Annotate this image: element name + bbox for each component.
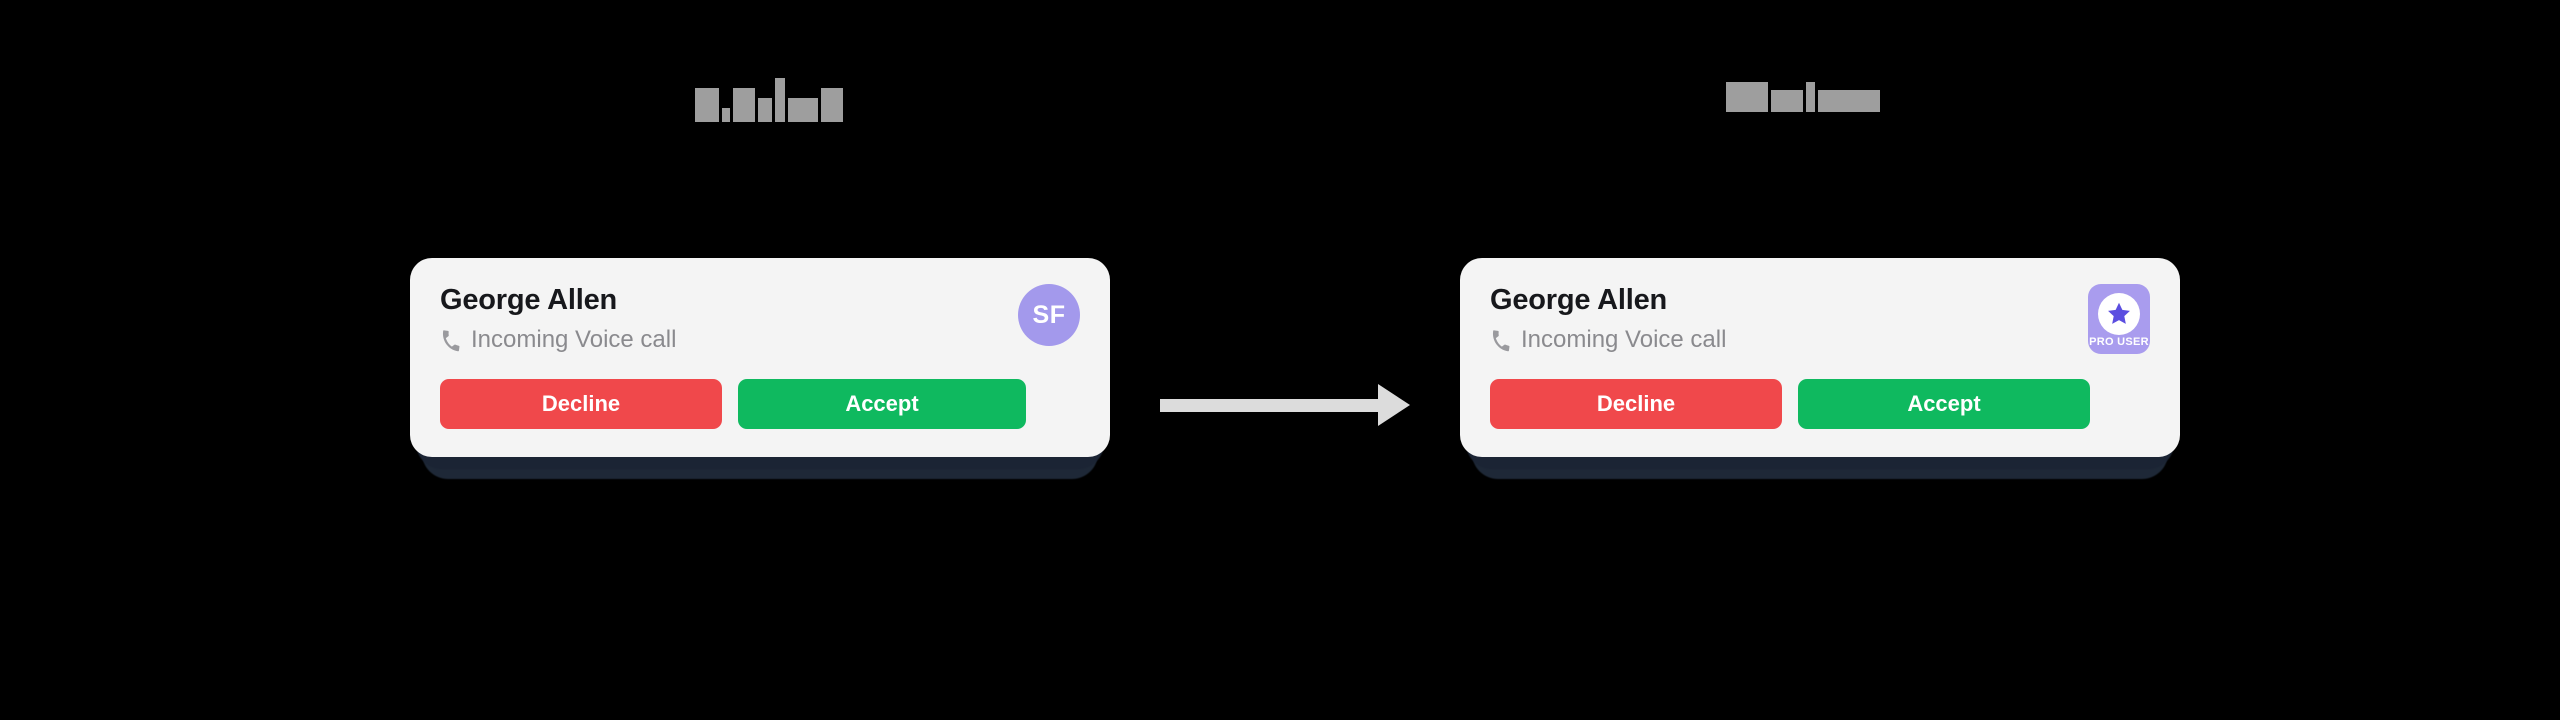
call-actions-left: Decline Accept (440, 379, 1080, 430)
accept-button[interactable]: Accept (1798, 379, 2090, 430)
badge-disc (2098, 292, 2140, 335)
redaction-block (1726, 82, 1768, 112)
call-status-row: Incoming Voice call (1490, 326, 1726, 355)
star-icon (2108, 302, 2130, 324)
redaction-block (733, 88, 755, 122)
pro-user-badge-label: PRO USER (2089, 335, 2149, 348)
redaction-block (821, 88, 843, 122)
caller-name: George Allen (1490, 284, 1668, 316)
call-actions-right: Decline Accept (1490, 379, 2150, 430)
call-card-right-wrapper: George Allen Incoming Voice call (1460, 258, 2180, 480)
call-status-text: Incoming Voice call (471, 326, 677, 354)
pro-user-badge[interactable]: PRO USER (2088, 284, 2150, 354)
redaction-block (788, 98, 818, 122)
redaction-block (722, 108, 730, 122)
card-text-block-left: George Allen Incoming Voice call (440, 284, 676, 355)
accept-button[interactable]: Accept (738, 379, 1026, 430)
redacted-caption-right (1726, 82, 1880, 112)
redaction-block (775, 78, 785, 122)
card-text-block-right: George Allen Incoming Voice call (1490, 284, 1726, 355)
redaction-block (695, 88, 719, 122)
call-status-text: Incoming Voice call (1521, 326, 1727, 354)
redaction-block (1806, 82, 1815, 112)
arrow-head (1378, 384, 1410, 426)
call-status-row: Incoming Voice call (440, 326, 676, 355)
phone-icon (1490, 330, 1512, 352)
incoming-call-card-right: George Allen Incoming Voice call (1460, 258, 2180, 458)
flow-arrow-icon (1160, 384, 1410, 426)
redacted-caption-left (695, 78, 843, 122)
call-card-left-wrapper: George Allen Incoming Voice call SF Decl… (410, 258, 1110, 480)
arrow-shaft (1160, 399, 1378, 412)
decline-button[interactable]: Decline (440, 379, 722, 430)
avatar[interactable]: SF (1018, 284, 1080, 346)
decline-button[interactable]: Decline (1490, 379, 1782, 430)
caller-name: George Allen (440, 284, 618, 316)
card-header-left: George Allen Incoming Voice call SF (440, 284, 1080, 355)
redaction-block (758, 98, 772, 122)
card-header-right: George Allen Incoming Voice call (1490, 284, 2150, 355)
phone-icon (440, 330, 462, 352)
redaction-block (1771, 90, 1803, 112)
redaction-block (1818, 90, 1880, 112)
incoming-call-card-left: George Allen Incoming Voice call SF Decl… (410, 258, 1110, 458)
